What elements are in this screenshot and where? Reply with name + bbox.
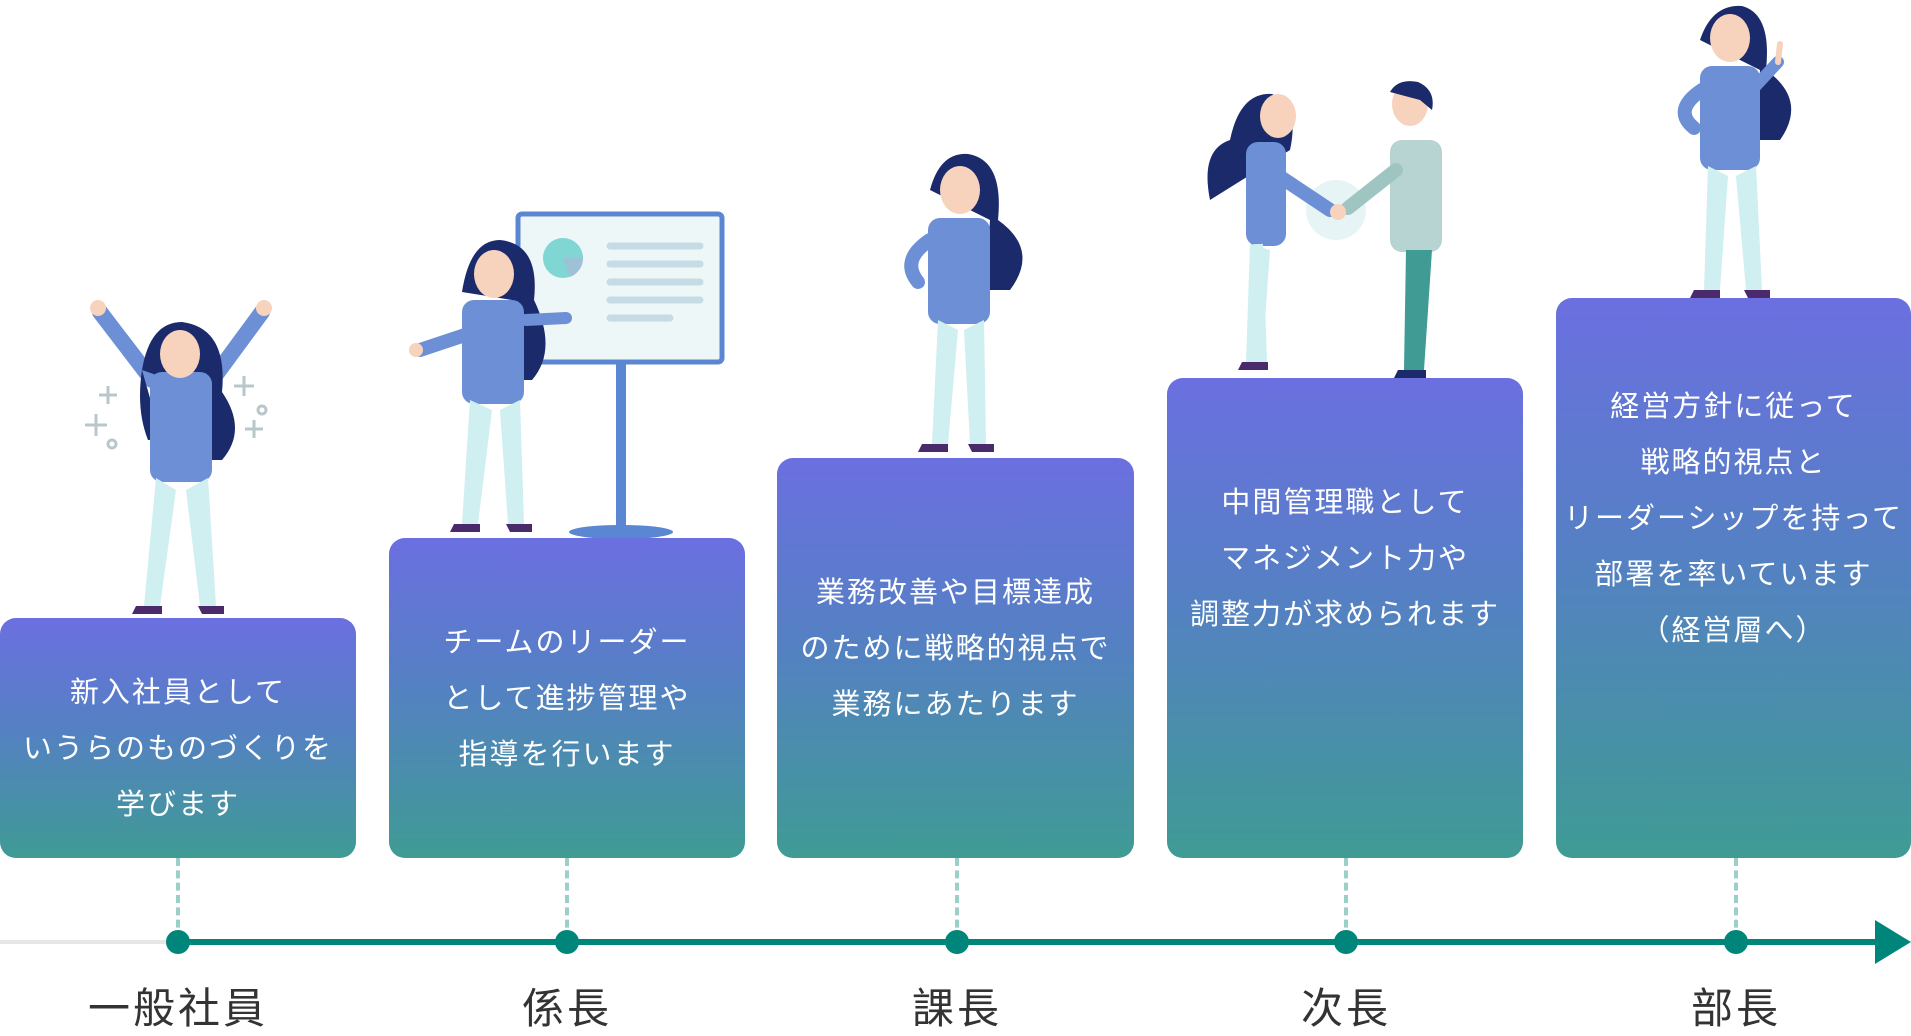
stage-title: 課長 [911,984,1002,1033]
people-handshake-icon [1207,81,1442,378]
stage-description: 経営方針に従って 戦略的視点と リーダーシップを持って 部署を率いています （経… [1564,389,1903,647]
stage-title: 次長 [1300,984,1391,1033]
connector [1734,858,1738,940]
person-standing-icon [904,153,1023,452]
timeline-node [166,930,190,954]
timeline-node [1334,930,1358,954]
stage-block-5: 経営方針に従って 戦略的視点と リーダーシップを持って 部署を率いています （経… [1556,298,1911,858]
stage-block-4: 中間管理職として マネジメント力や 調整力が求められます [1167,378,1523,858]
connector [565,858,569,940]
stage-description: 中間管理職として マネジメント力や 調整力が求められます [1189,485,1500,631]
connector [955,858,959,940]
timeline-node [555,930,579,954]
connector [1344,858,1348,940]
timeline-node [945,930,969,954]
stage-block-1: 新入社員として いうらのものづくりを 学びます [0,618,356,858]
person-pointing-up-icon [1677,5,1792,298]
arrow-right-icon [1875,920,1911,964]
timeline-node [1724,930,1748,954]
stage-block-2: チームのリーダー として進捗管理や 指導を行います [389,538,745,858]
person-cheering-icon [85,300,272,614]
stage-description: 新入社員として いうらのものづくりを 学びます [22,675,333,821]
stage-title: 部長 [1690,984,1781,1033]
stage-block-3: 業務改善や目標達成 のために戦略的視点で 業務にあたります [777,458,1134,858]
person-presenting-icon [409,211,725,539]
stage-description: チームのリーダー として進捗管理や 指導を行います [443,625,691,771]
stage-title: 係長 [521,984,612,1033]
stage-title: 一般社員 [87,984,268,1033]
stage-description: 業務改善や目標達成 のために戦略的視点で 業務にあたります [800,575,1111,721]
connector [176,858,180,940]
